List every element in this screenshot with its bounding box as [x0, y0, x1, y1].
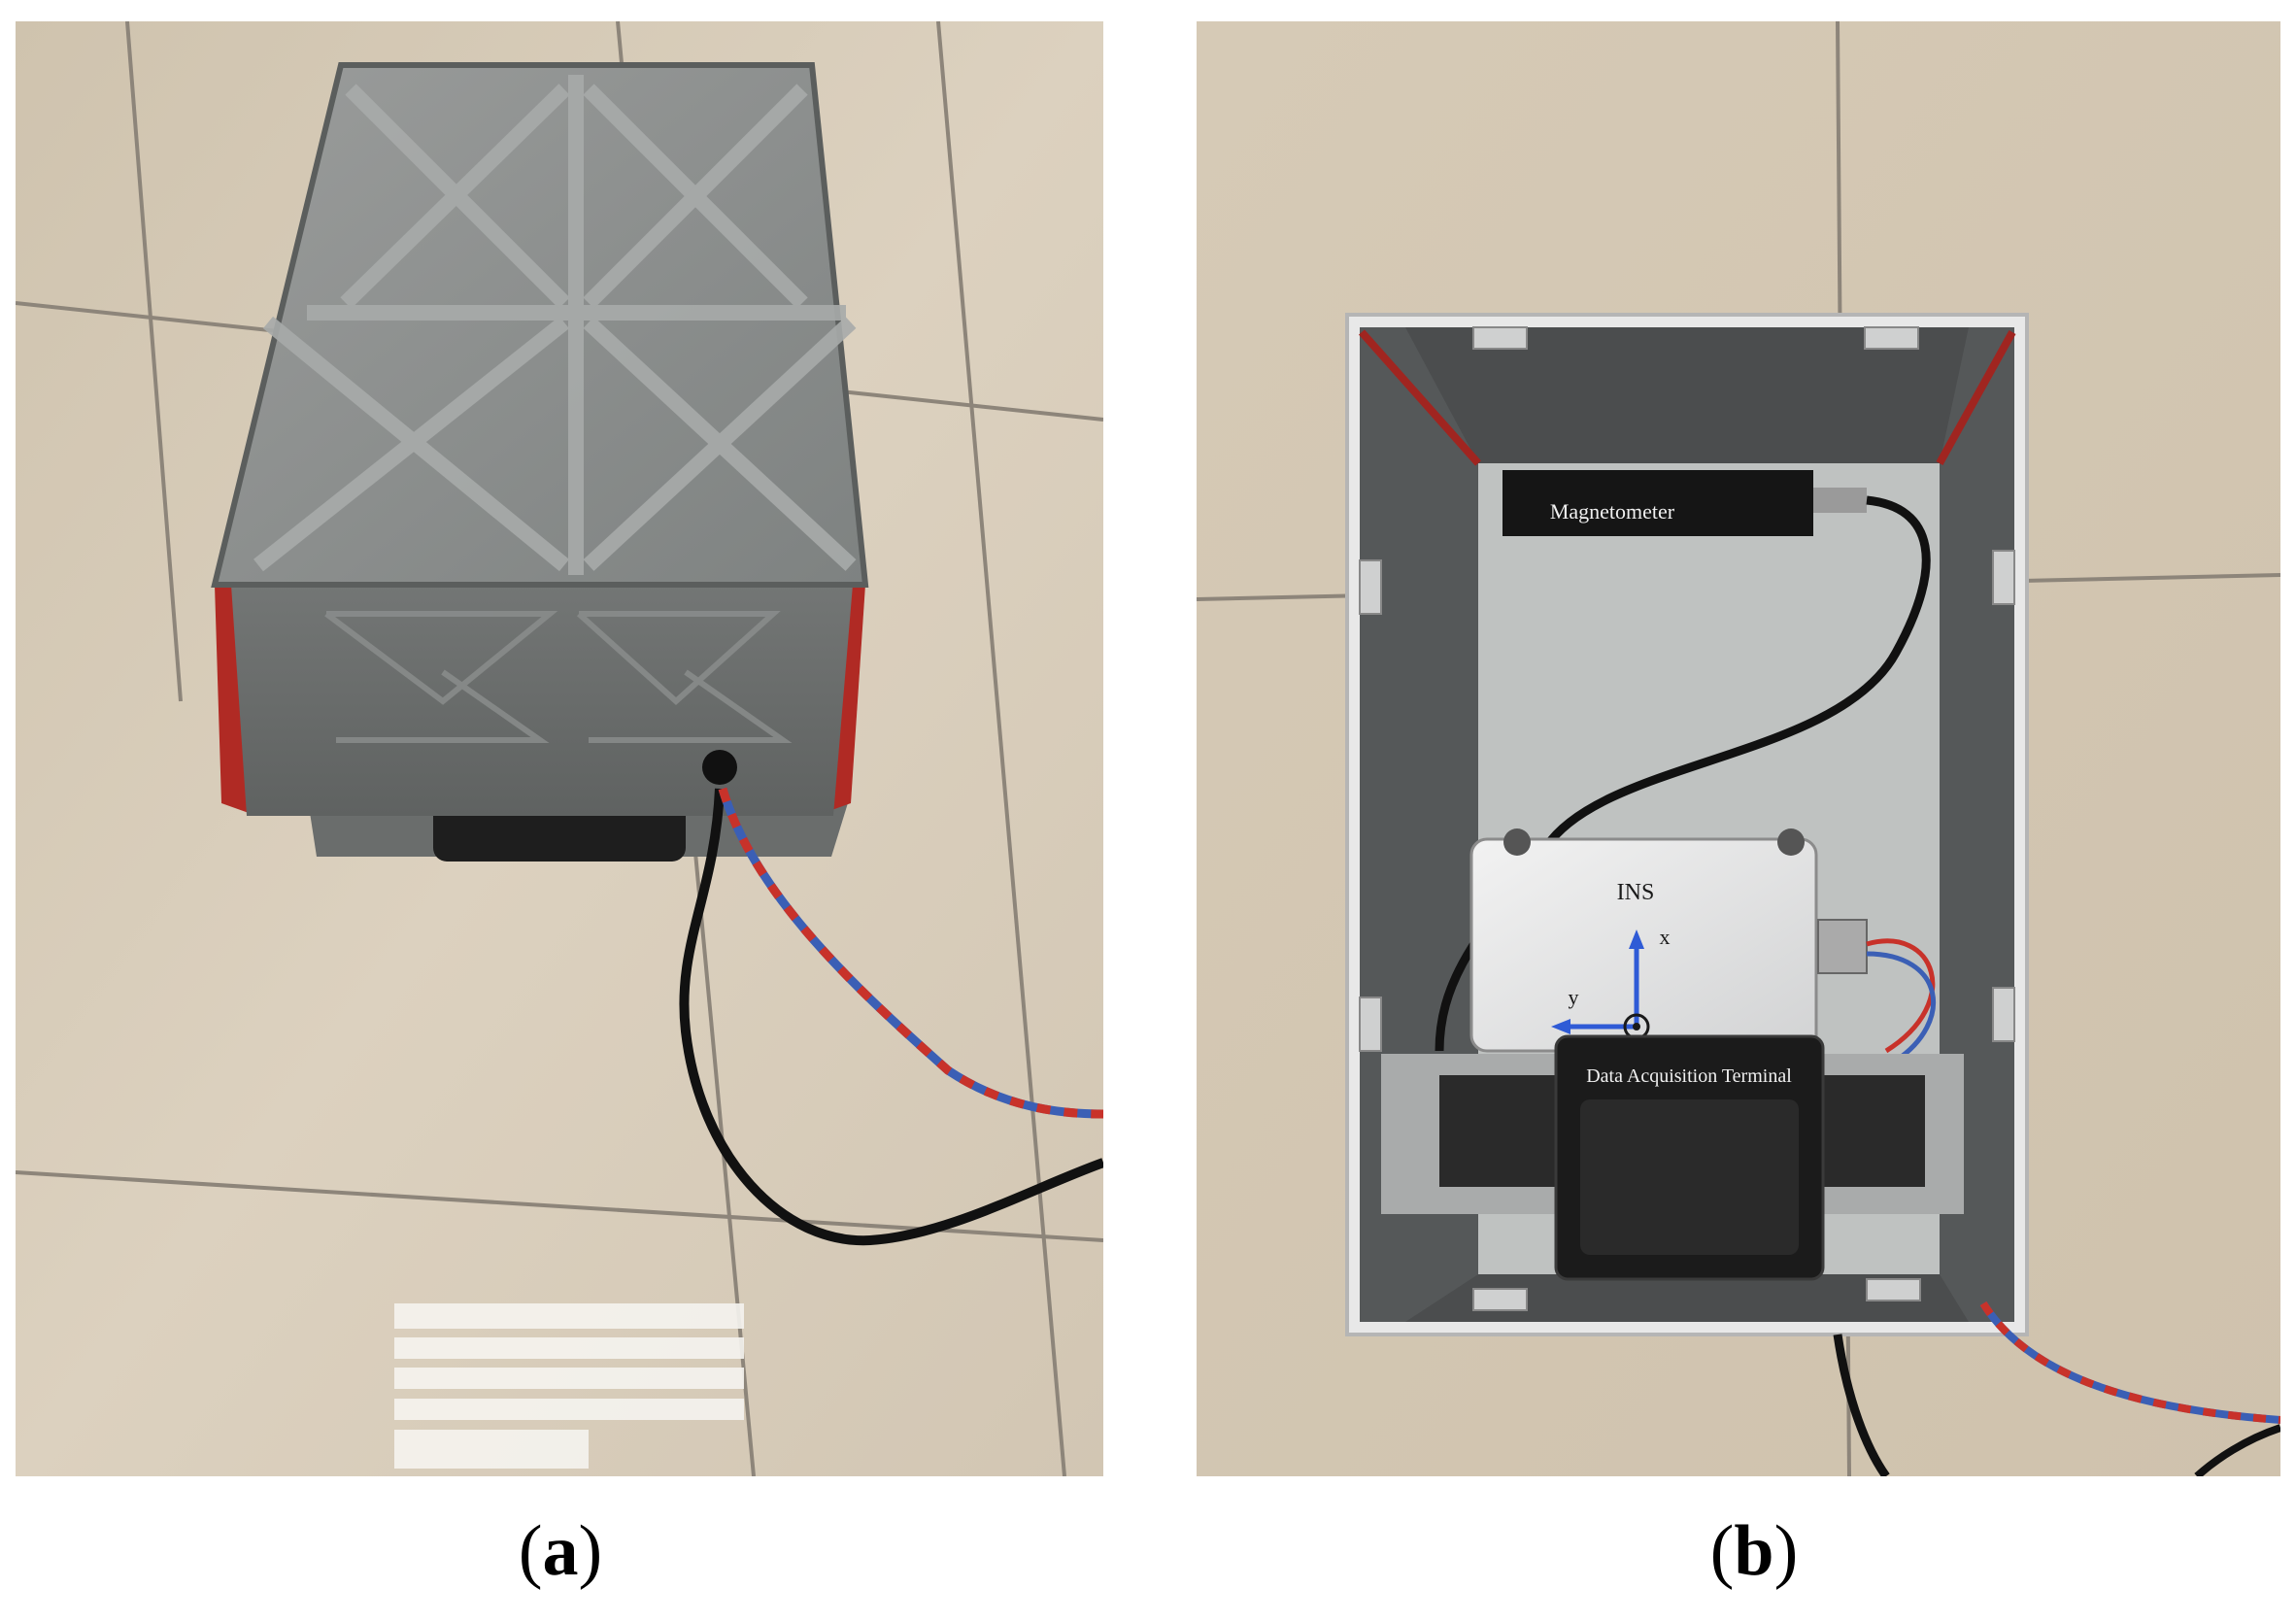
caption-a-letter: a [542, 1511, 579, 1591]
enclosure-front-plate [231, 585, 853, 816]
photo-panel-a [16, 21, 1103, 1476]
axis-y-label: y [1569, 985, 1579, 1009]
axis-x-arrowhead [1629, 929, 1644, 949]
caption-b: (b) [1657, 1515, 1851, 1587]
ins-wire-blue [1866, 951, 1936, 1064]
top-plate-ribs [253, 75, 857, 575]
mounting-tabs [1359, 326, 2015, 1311]
ins-connector [1817, 919, 1868, 974]
black-cable [679, 788, 1103, 1246]
ins-wire-red [1866, 938, 1936, 1054]
caption-b-letter: b [1734, 1511, 1774, 1591]
axis-x-label: x [1660, 925, 1671, 949]
exit-cable-black-2 [2194, 1424, 2280, 1476]
twisted-cable-red [718, 787, 1103, 1119]
red-edge-right [1936, 330, 2016, 465]
terminal-connector-right [1818, 1075, 1925, 1187]
cable-gland [702, 750, 737, 785]
caption-a-close: ) [578, 1511, 603, 1591]
terminal-lid [1580, 1099, 1799, 1255]
caption-a: (a) [463, 1515, 658, 1587]
axis-y-arrowhead [1551, 1019, 1570, 1034]
axis-z-dot [1633, 1023, 1640, 1031]
terminal-connector-left [1439, 1075, 1556, 1187]
window-reflection [394, 1303, 744, 1469]
ins-label: INS [1617, 880, 1655, 905]
red-edge-left [1359, 329, 1481, 466]
magnetometer-label: Magnetometer [1550, 499, 1675, 524]
exit-cable-black [1833, 1334, 1890, 1476]
enclosure-closed-photo [16, 21, 1103, 1476]
ins-mount-hole-left [1503, 828, 1531, 856]
caption-a-open: ( [518, 1511, 543, 1591]
caption-b-open: ( [1709, 1511, 1735, 1591]
photo-panel-b: Magnetometer INS x y Data Acquisition Te… [1197, 21, 2280, 1476]
ins-mount-hole-right [1777, 828, 1805, 856]
magnetometer-device [1503, 470, 1813, 536]
terminal-label: Data Acquisition Terminal [1586, 1065, 1792, 1087]
exit-cable-red [1979, 1301, 2280, 1424]
enclosure-open-photo: Magnetometer INS x y Data Acquisition Te… [1197, 21, 2280, 1476]
magnetometer-connector [1813, 488, 1867, 513]
caption-b-close: ) [1773, 1511, 1799, 1591]
